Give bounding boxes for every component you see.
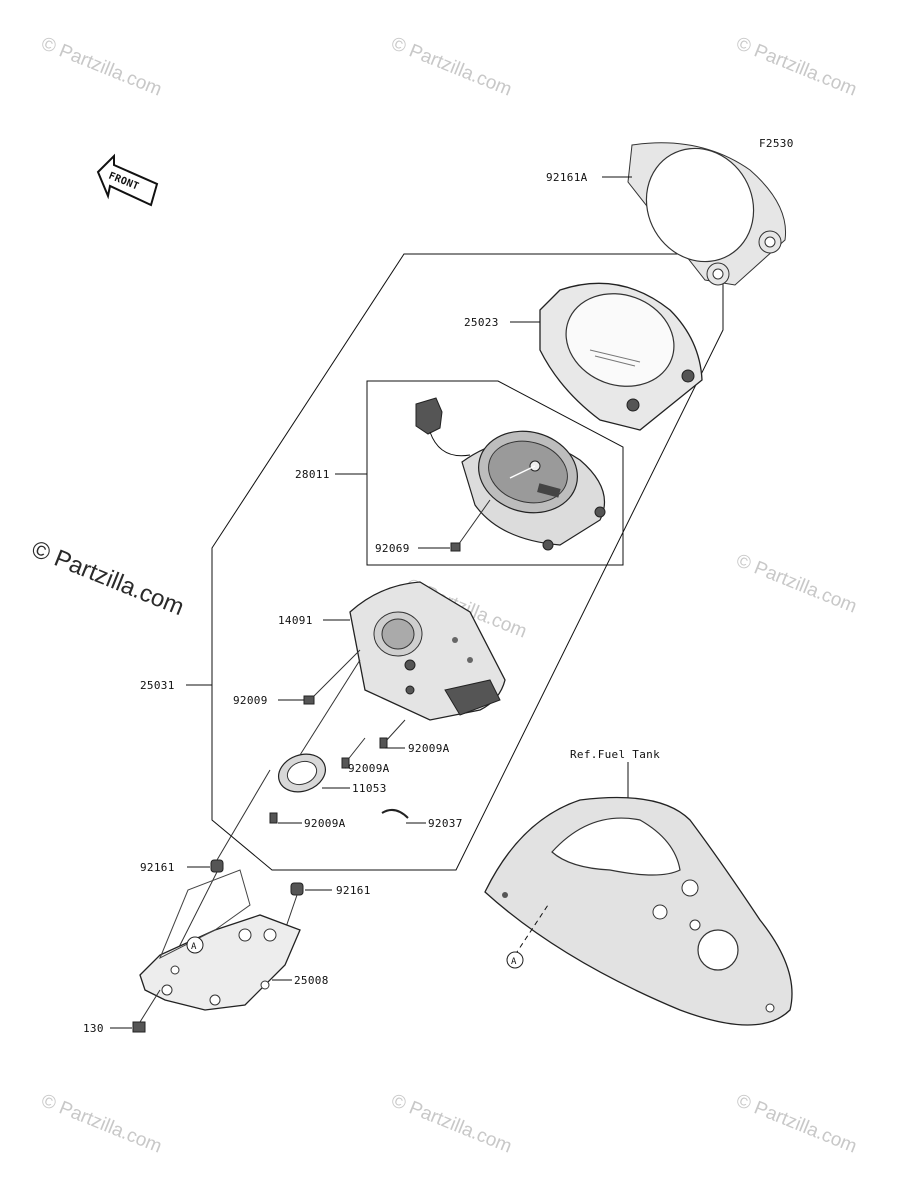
part-label-25023: 25023 xyxy=(464,316,499,329)
part-label-92161A: 92161A xyxy=(546,171,588,184)
front-arrow-icon: FRONT xyxy=(96,153,159,207)
watermark: © Partzilla.com xyxy=(38,33,165,100)
part-label-92009A: 92009A xyxy=(304,817,346,830)
bezel-ring-92161A xyxy=(627,142,787,286)
grommet-92161 xyxy=(174,769,271,956)
watermark: © Partzilla.com xyxy=(733,550,860,617)
figure-code: F2530 xyxy=(759,137,794,150)
watermark: © Partzilla.com xyxy=(733,33,860,100)
reference-label-fuel-tank: Ref.Fuel Tank xyxy=(570,748,660,761)
part-label-28011: 28011 xyxy=(295,468,330,481)
part-label-92009A: 92009A xyxy=(348,762,390,775)
meter-cover-25023 xyxy=(539,282,703,431)
watermark: © Partzilla.com xyxy=(733,1090,860,1157)
part-label-92009A: 92009A xyxy=(408,742,450,755)
part-label-92037: 92037 xyxy=(428,817,463,830)
part-label-92161: 92161 xyxy=(140,861,175,874)
watermark: © Partzilla.com xyxy=(388,1090,515,1157)
part-label-11053: 11053 xyxy=(352,782,387,795)
part-label-25031: 25031 xyxy=(140,679,175,692)
speedometer-28011 xyxy=(415,397,606,551)
watermark: © Partzilla.com xyxy=(28,536,188,622)
callout-marker: A xyxy=(191,942,197,952)
callout-a-tank: A xyxy=(506,951,524,969)
gasket-11053 xyxy=(278,659,361,793)
screw-92009 xyxy=(303,649,361,705)
part-label-92009: 92009 xyxy=(233,694,268,707)
bracket-25008 xyxy=(139,869,301,1011)
bolt-130 xyxy=(132,989,161,1033)
screw-92069 xyxy=(450,499,491,552)
part-label-130: 130 xyxy=(83,1022,104,1035)
part-label-14091: 14091 xyxy=(278,614,313,627)
meter-case-14091 xyxy=(349,581,506,721)
subassembly-box-28011 xyxy=(366,380,624,566)
clamp-92037 xyxy=(381,808,409,819)
watermark: © Partzilla.com xyxy=(388,33,515,100)
callout-a-bracket: A xyxy=(186,936,204,954)
fuel-tank-cover xyxy=(484,796,793,1026)
callout-marker: A xyxy=(511,957,517,967)
part-label-92161: 92161 xyxy=(336,884,371,897)
screw-92009A xyxy=(379,719,406,749)
part-label-25008: 25008 xyxy=(294,974,329,987)
grommet-92161 xyxy=(284,882,304,931)
watermark: © Partzilla.com xyxy=(38,1090,165,1157)
screw-92009A xyxy=(269,812,278,824)
part-label-92069: 92069 xyxy=(375,542,410,555)
